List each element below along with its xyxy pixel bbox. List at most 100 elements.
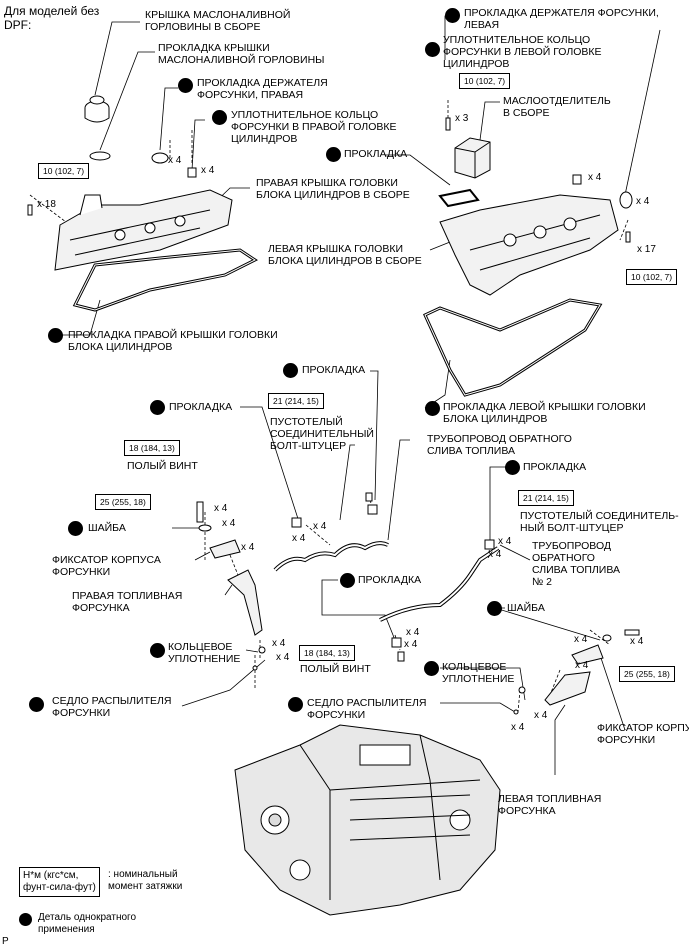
quantity-label: x 4 — [574, 634, 588, 645]
quantity-label: x 4 — [488, 549, 502, 560]
label-gasket-left: ПРОКЛАДКА — [169, 401, 233, 413]
quantity-label: x 4 — [406, 627, 420, 638]
single-use-mark — [424, 661, 439, 676]
quantity-label: x 4 — [276, 652, 290, 663]
quantity-label: x 4 — [498, 536, 512, 547]
leader-union-1 — [339, 444, 355, 521]
single-use-mark — [150, 643, 165, 658]
single-use-mark — [178, 78, 193, 93]
label-gasket-mid: ПРОКЛАДКА — [302, 364, 366, 376]
quantity-label: x 17 — [637, 244, 656, 255]
leader-gasket-center — [321, 579, 396, 641]
quantity-label: x 4 — [222, 518, 236, 529]
quantity-label: x 18 — [37, 199, 56, 210]
legend-single-use-mark — [19, 913, 32, 926]
quantity-label: x 4 — [313, 521, 327, 532]
torque-box: 10 (102, 7) — [626, 269, 678, 285]
leader-gasket-mid — [370, 370, 379, 501]
torque-box: 21 (214, 15) — [268, 393, 324, 409]
leader-rh-injector — [224, 584, 233, 596]
leader-lh-injector — [554, 704, 566, 775]
torque-box: 18 (184, 13) — [299, 645, 355, 661]
quantity-label: x 4 — [511, 722, 525, 733]
label-gasket-center: ПРОКЛАДКА — [358, 574, 422, 586]
leader-rh-seal — [191, 119, 205, 171]
quantity-label: x 4 — [588, 172, 602, 183]
torque-box: 10 (102, 7) — [459, 73, 511, 89]
quantity-label: x 4 — [292, 533, 306, 544]
leader-clamp-right — [599, 654, 626, 731]
single-use-mark — [29, 697, 44, 712]
leader-oil-cap — [94, 21, 140, 96]
single-use-mark — [505, 460, 520, 475]
torque-box: 25 (255, 18) — [95, 494, 151, 510]
label-union-bolt-2: ПУСТОТЕЛЫЙ СОЕДИНИТЕЛЬ-НЫЙ БОЛТ-ШТУЦЕР — [520, 510, 679, 534]
label-hollow-screw-2: ПОЛЫЙ ВИНТ — [300, 663, 371, 675]
single-use-mark — [445, 8, 460, 23]
label-hollow-screw-1: ПОЛЫЙ ВИНТ — [127, 460, 198, 472]
leader-oil-gasket — [99, 51, 155, 151]
leader-gasket-top — [385, 154, 451, 186]
leader-lh-seal — [624, 29, 661, 196]
leader-return-pipe — [387, 439, 410, 541]
quantity-label: x 3 — [455, 113, 469, 124]
quantity-label: x 4 — [636, 196, 650, 207]
single-use-mark — [150, 400, 165, 415]
leader-gasket-left — [240, 406, 301, 526]
single-use-mark — [48, 328, 63, 343]
label-gasket-top: ПРОКЛАДКА — [344, 148, 408, 160]
quantity-label: x 4 — [404, 639, 418, 650]
single-use-mark — [283, 363, 298, 378]
single-use-mark — [68, 521, 83, 536]
label-washer-left: ШАЙБА — [88, 522, 126, 534]
single-use-mark — [340, 573, 355, 588]
leader-nozzle-right — [440, 702, 516, 713]
label-lh-holder-gasket: ПРОКЛАДКА ДЕРЖАТЕЛЯ ФОРСУНКИ,ЛЕВАЯ — [464, 7, 659, 31]
torque-box: 10 (102, 7) — [38, 163, 90, 179]
legend-torque-unit-box: Н*м (кгс*см, фунт-сила-фут) — [19, 867, 100, 897]
leader-separator — [479, 101, 500, 141]
quantity-label: x 4 — [575, 660, 589, 671]
single-use-mark — [212, 110, 227, 125]
leader-rh-cover-gasket — [58, 299, 101, 336]
leader-gasket-right — [489, 466, 515, 540]
footer-mark: P — [2, 936, 9, 947]
quantity-label: x 4 — [168, 155, 182, 166]
torque-box: 21 (214, 15) — [518, 490, 574, 506]
single-use-mark — [288, 697, 303, 712]
single-use-mark — [487, 601, 502, 616]
quantity-label: x 4 — [241, 542, 255, 553]
single-use-mark — [425, 401, 440, 416]
quantity-label: x 4 — [272, 638, 286, 649]
quantity-label: x 4 — [534, 710, 548, 721]
single-use-mark — [326, 147, 341, 162]
header-note: Для моделей без DPF: — [4, 4, 100, 32]
torque-box: 18 (184, 13) — [124, 440, 180, 456]
label-washer-right: ШАЙБА — [507, 602, 545, 614]
leader-clamp-left — [194, 551, 211, 561]
quantity-label: x 4 — [630, 636, 644, 647]
torque-box: 25 (255, 18) — [619, 666, 675, 682]
quantity-label: x 4 — [201, 165, 215, 176]
